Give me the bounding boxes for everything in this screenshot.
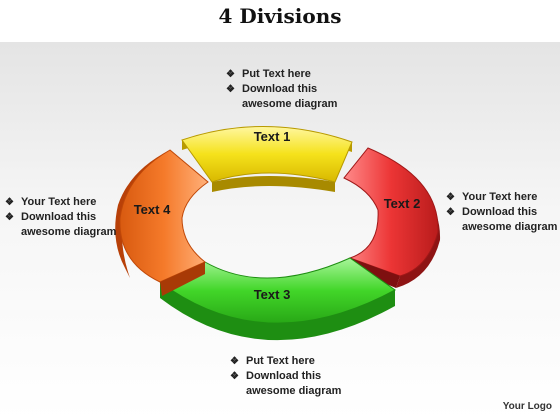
segment-text-3: Text 3 — [159, 257, 396, 341]
diamond-bullet-icon: ❖ — [5, 212, 14, 223]
callout-bottom-line-2: ❖ Download this — [230, 370, 322, 382]
callout-top-line-1: ❖ Put Text here — [226, 68, 311, 80]
segment-1-top — [181, 126, 353, 183]
callout-right: ❖ Your Text here ❖ Download this awesome… — [446, 190, 557, 235]
diamond-bullet-icon: ❖ — [446, 207, 455, 218]
callout-right-line-2: ❖ Download this — [446, 206, 538, 218]
callout-right-line-1: ❖ Your Text here — [446, 191, 538, 203]
segment-2-top — [343, 147, 439, 277]
callout-left-line-2: ❖ Download this — [5, 211, 97, 223]
callout-left-line-1: ❖ Your Text here — [5, 196, 97, 208]
segment-4-top — [119, 149, 209, 283]
callout-top: ❖ Put Text here ❖ Download this awesome … — [226, 67, 337, 112]
page-title: 4 Divisions — [218, 4, 342, 28]
segment-3-top — [159, 257, 396, 324]
segment-4-label: Text 4 — [134, 202, 171, 217]
callout-bottom-line-3: awesome diagram — [246, 385, 342, 397]
diamond-bullet-icon: ❖ — [446, 192, 455, 203]
diamond-bullet-icon: ❖ — [230, 356, 239, 367]
callout-left-line-3: awesome diagram — [21, 226, 117, 238]
diamond-bullet-icon: ❖ — [226, 84, 235, 95]
segment-3-label: Text 3 — [254, 287, 291, 302]
callout-top-line-2: ❖ Download this — [226, 83, 318, 95]
logo-text: Your Logo — [502, 401, 552, 412]
segment-text-4: Text 4 — [115, 149, 209, 296]
callout-left: ❖ Your Text here ❖ Download this awesome… — [5, 195, 116, 240]
diamond-bullet-icon: ❖ — [226, 69, 235, 80]
callout-right-line-3: awesome diagram — [462, 221, 558, 233]
callout-bottom: ❖ Put Text here ❖ Download this awesome … — [230, 354, 341, 399]
background-gradient — [0, 42, 560, 420]
callout-bottom-line-1: ❖ Put Text here — [230, 355, 315, 367]
segment-1-label: Text 1 — [254, 129, 291, 144]
callout-top-line-3: awesome diagram — [242, 98, 338, 110]
segment-2-label: Text 2 — [384, 196, 421, 211]
segment-text-1: Text 1 — [181, 126, 353, 192]
diamond-bullet-icon: ❖ — [230, 371, 239, 382]
diamond-bullet-icon: ❖ — [5, 197, 14, 208]
